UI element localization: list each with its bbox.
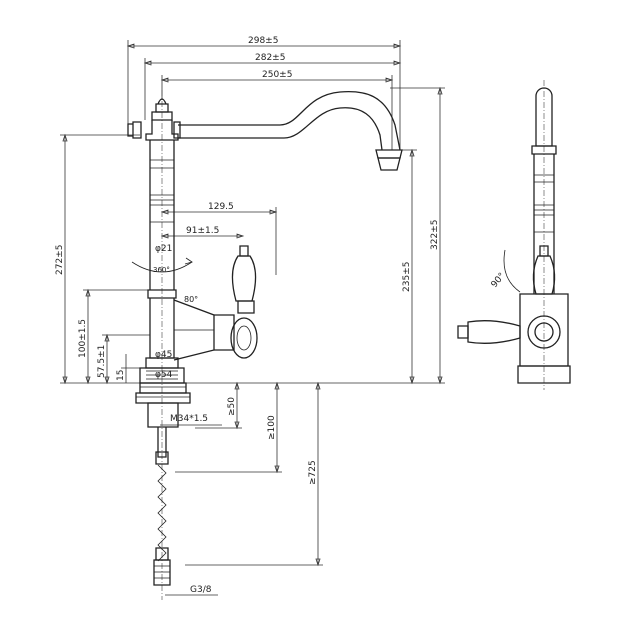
label-flange-diameter: φ54 xyxy=(155,370,173,380)
label-total-width: 298±5 xyxy=(248,36,278,46)
label-hose-length: ≥725 xyxy=(308,460,318,485)
label-outlet-height: 235±5 xyxy=(402,262,412,292)
label-shank-length: ≥100 xyxy=(267,415,277,440)
label-hose-connector: G3/8 xyxy=(190,585,212,595)
label-spout-reach: 250±5 xyxy=(262,70,292,80)
label-rotation: 360° xyxy=(153,266,170,274)
label-body-diameter: φ21 xyxy=(155,244,172,254)
label-thread: M34*1.5 xyxy=(170,414,208,424)
label-flange-height: 15 xyxy=(116,370,126,381)
label-base-diameter: φ45 xyxy=(155,350,172,360)
label-handle-reach: 129.5 xyxy=(208,202,234,212)
label-base-height: 57.5±1 xyxy=(97,345,107,378)
faucet-side-view xyxy=(457,80,571,390)
label-spout-height: 322±5 xyxy=(430,220,440,250)
label-handle-angle: 80° xyxy=(184,295,198,304)
dimension-lines xyxy=(60,40,445,596)
label-handle-offset: 91±1.5 xyxy=(186,226,219,236)
faucet-front-view xyxy=(127,90,403,600)
label-total-height: 272±5 xyxy=(55,245,65,275)
label-body-height: 100±1.5 xyxy=(78,319,88,358)
label-side-angle: 90° xyxy=(490,271,508,290)
dimension-labels: 298±5 282±5 250±5 129.5 91±1.5 φ21 360° … xyxy=(55,36,508,595)
label-spout-width: 282±5 xyxy=(255,53,285,63)
label-counter-thickness: ≥50 xyxy=(227,397,237,416)
